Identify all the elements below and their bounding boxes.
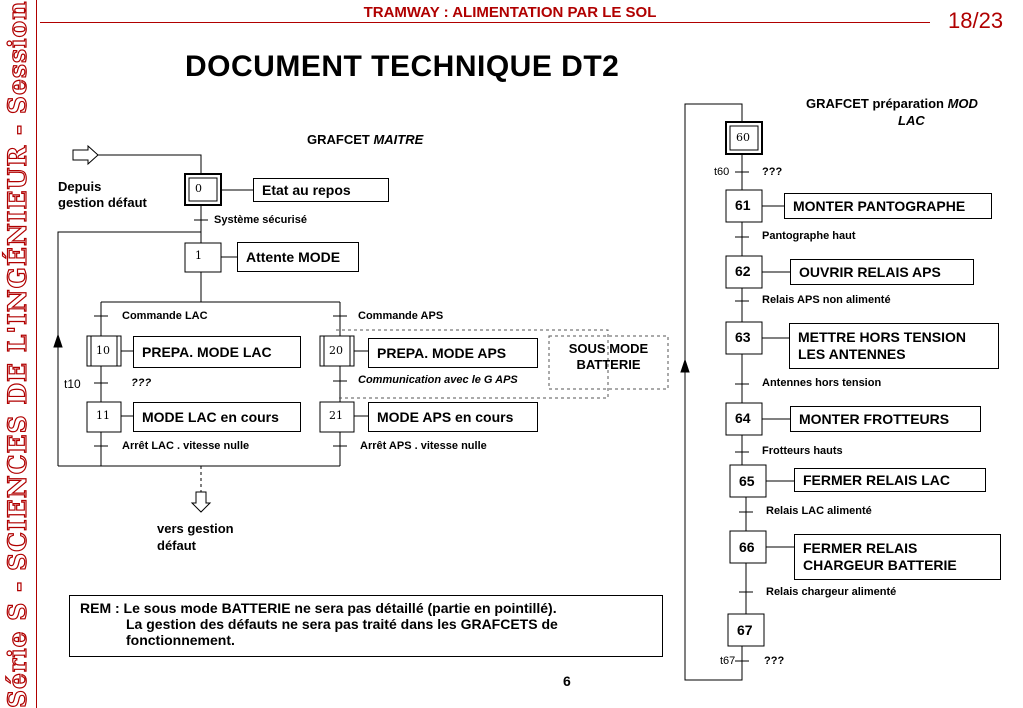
action-attente-mode: Attente MODE [237, 242, 359, 272]
entry-arrow-icon [72, 144, 99, 166]
step-61-label: 61 [735, 197, 751, 213]
step-62-label: 62 [735, 263, 751, 279]
transition-relais-chargeur-alimente: Relais chargeur alimenté [766, 586, 897, 598]
exit-arrow-icon [190, 491, 212, 513]
transition-pantographe-haut: Pantographe haut [762, 230, 856, 242]
action-63-line-2: LES ANTENNES [798, 346, 906, 362]
step-21-label: 21 [329, 409, 343, 422]
action-etat-repos: Etat au repos [253, 178, 389, 202]
action-monter-pantographe: MONTER PANTOGRAPHE [784, 193, 992, 219]
transition-t67: ??? [764, 655, 785, 667]
sous-mode-batterie-box [548, 335, 669, 390]
action-66-line-2: CHARGEUR BATTERIE [803, 557, 957, 573]
remark-line-2: La gestion des défauts ne sera pas trait… [126, 616, 558, 632]
grafcet-lac-title-1: GRAFCET préparation MOD [806, 96, 978, 111]
header-rule [40, 22, 930, 23]
action-fermer-relais-chargeur: FERMER RELAIS CHARGEUR BATTERIE [794, 534, 1001, 580]
transition-t60-name: t60 [714, 166, 730, 178]
page-number: 18/23 [948, 8, 1004, 33]
transition-systeme-securise: Système sécurisé [214, 214, 307, 226]
header-title: TRAMWAY : ALIMENTATION PAR LE SOL [363, 4, 657, 21]
step-21-box [319, 401, 355, 433]
step-63-label: 63 [735, 329, 751, 345]
remark-line-1: REM : Le sous mode BATTERIE ne sera pas … [80, 600, 557, 616]
entry-label-1: Depuis [58, 179, 102, 194]
transition-commande-aps: Commande APS [358, 310, 444, 322]
step-67-label: 67 [737, 622, 753, 638]
step-20-label: 20 [329, 344, 343, 357]
step-10-label: 10 [96, 344, 110, 357]
exit-label-1: vers gestion [157, 521, 234, 536]
step-64-label: 64 [735, 410, 751, 426]
action-mode-lac-en-cours: MODE LAC en cours [133, 402, 301, 432]
entry-label-2: gestion défaut [58, 195, 147, 210]
transition-relais-lac-alimente: Relais LAC alimenté [766, 505, 872, 517]
document-title: DOCUMENT TECHNIQUE DT2 [185, 50, 620, 83]
grafcet-lac-title-2: LAC [898, 113, 925, 128]
transition-t60: ??? [762, 166, 783, 178]
step-60-label: 60 [736, 131, 750, 144]
action-63-line-1: METTRE HORS TENSION [798, 329, 967, 345]
transition-relais-aps-non-alimente: Relais APS non alimenté [762, 294, 891, 306]
transition-t10: ??? [131, 377, 152, 389]
step-0-label: 0 [195, 182, 202, 195]
action-mode-aps-en-cours: MODE APS en cours [368, 402, 538, 432]
remark-box: REM : Le sous mode BATTERIE ne sera pas … [69, 595, 663, 657]
batterie-dashed-frame [336, 329, 609, 399]
step-1-label: 1 [195, 249, 202, 262]
transition-antennes-hors-tension: Antennes hors tension [762, 377, 882, 389]
action-prepa-mode-lac: PREPA. MODE LAC [133, 336, 301, 368]
action-monter-frotteurs: MONTER FROTTEURS [790, 406, 981, 432]
exit-label-2: défaut [157, 538, 196, 553]
transition-t10-name: t10 [64, 377, 81, 391]
grafcet-maitre-title: GRAFCET MAITRE [307, 132, 424, 147]
transition-arret-aps: Arrêt APS . vitesse nulle [360, 440, 487, 452]
transition-frotteurs-hauts: Frotteurs hauts [762, 445, 843, 457]
action-ouvrir-relais-aps: OUVRIR RELAIS APS [790, 259, 974, 285]
step-0-box [184, 173, 222, 206]
transition-arret-lac: Arrêt LAC . vitesse nulle [122, 440, 250, 452]
sous-mode-label-1: SOUS MODE [568, 341, 649, 356]
action-fermer-relais-lac: FERMER RELAIS LAC [794, 468, 986, 492]
remark-line-3: fonctionnement. [126, 632, 235, 648]
step-1-box [184, 242, 222, 273]
footer-page-number: 6 [563, 673, 571, 689]
step-66-label: 66 [739, 539, 755, 555]
step-65-label: 65 [739, 473, 755, 489]
action-mettre-hors-tension: METTRE HORS TENSION LES ANTENNES [789, 323, 999, 369]
transition-commande-lac: Commande LAC [122, 310, 208, 322]
transition-communication-gaps: Communication avec le G APS [358, 374, 518, 386]
loop-arrow-left [53, 333, 63, 348]
step-60-box [725, 121, 763, 155]
action-prepa-mode-aps: PREPA. MODE APS [368, 338, 538, 368]
step-11-box [86, 401, 122, 433]
transition-t67-name: t67 [720, 655, 736, 667]
sous-mode-label-2: BATTERIE [576, 357, 641, 372]
side-banner: Série S - SCIENCES DE L'INGÉNIEUR - Sess… [0, 0, 37, 708]
loop-arrow-right [680, 358, 690, 373]
action-66-line-1: FERMER RELAIS [803, 540, 918, 556]
step-67-box [727, 613, 765, 647]
step-11-label: 11 [96, 409, 110, 422]
